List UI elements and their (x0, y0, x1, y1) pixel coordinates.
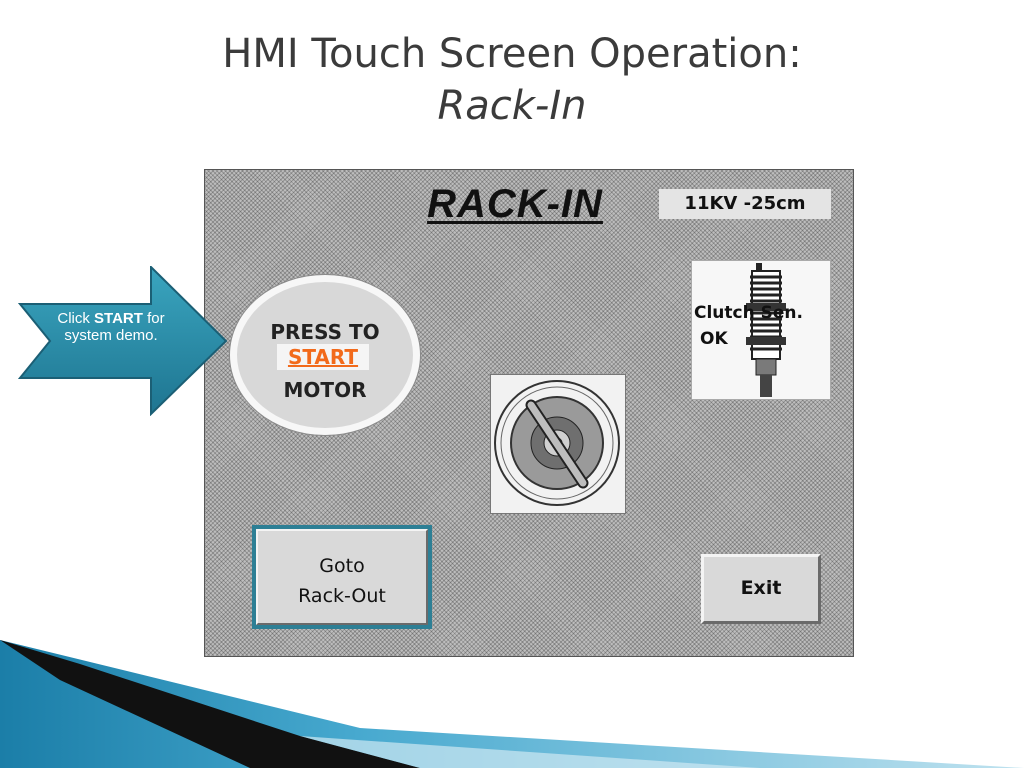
callout-text: Click START for system demo. (56, 310, 166, 344)
screen-title: RACK-IN (427, 182, 603, 226)
callout-text-before: Click (57, 310, 95, 327)
proximity-sensor-icon (746, 263, 786, 397)
start-button-label[interactable]: START (277, 344, 369, 370)
clutch-sensor-status-text: OK (700, 329, 728, 349)
callout-text-after: for system demo. (64, 310, 165, 344)
spec-badge: 11KV -25cm (659, 189, 831, 219)
clutch-sensor-status: Clutch Sen. OK (691, 260, 831, 400)
callout-arrow-icon (18, 266, 228, 416)
callout-text-start: START (94, 310, 143, 327)
slide-title-main: HMI Touch Screen Operation: (222, 31, 802, 77)
goto-button-line1: Goto (319, 555, 365, 577)
hmi-screen: RACK-IN 11KV -25cm PRESS TO START MOTOR (204, 169, 854, 657)
motor-indicator (490, 374, 626, 514)
clutch-sensor-label: Clutch Sen. (694, 303, 803, 323)
goto-rack-out-button[interactable]: Goto Rack-Out (252, 525, 432, 629)
exit-button[interactable]: Exit (701, 554, 821, 624)
start-motor-button[interactable]: PRESS TO START MOTOR (230, 275, 420, 435)
rotary-motor-icon (494, 380, 620, 506)
goto-button-line2: Rack-Out (298, 585, 386, 607)
slide-subtitle: Rack-In (437, 83, 587, 129)
decorative-swoosh (0, 640, 1024, 768)
slide-title: HMI Touch Screen Operation: Rack-In (0, 28, 1024, 132)
start-button-line1: PRESS TO (270, 320, 380, 344)
start-button-line3: MOTOR (283, 378, 367, 402)
